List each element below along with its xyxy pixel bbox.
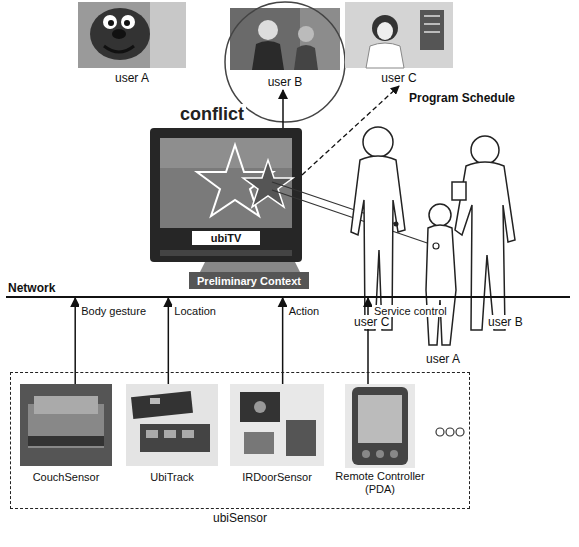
sensor-group: ubiSensorCouchSensorUbiTrackIRDoorSensor… bbox=[10, 372, 470, 509]
text-label: user C bbox=[352, 315, 391, 329]
connector bbox=[302, 86, 399, 175]
node-text: CouchSensor bbox=[20, 471, 112, 484]
people-figures bbox=[351, 127, 515, 345]
edge-label: Location bbox=[172, 305, 218, 317]
sensor-box: CouchSensor bbox=[20, 384, 112, 484]
edge-label-box: Body gesture bbox=[79, 301, 148, 319]
node-text: ubiSensor bbox=[11, 511, 469, 525]
text-label-box: user B bbox=[486, 312, 525, 330]
node-text: Network bbox=[8, 281, 55, 295]
node-text: user A bbox=[78, 71, 186, 86]
text-label: user B bbox=[486, 315, 525, 329]
edge-label: Body gesture bbox=[79, 305, 148, 317]
node-text: UbiTrack bbox=[126, 471, 218, 484]
text-label-box: user C bbox=[352, 312, 391, 330]
photo-a bbox=[78, 2, 186, 68]
user-photo: user C bbox=[345, 2, 453, 86]
ellipsis-dots bbox=[436, 428, 464, 436]
pda-photo bbox=[345, 384, 415, 468]
context-band: Preliminary Context bbox=[189, 272, 309, 289]
user-photo: user A bbox=[78, 2, 186, 86]
node-text: user C bbox=[345, 71, 453, 86]
node-text: Preliminary Context bbox=[194, 274, 304, 288]
edge-label-box: Program Schedule bbox=[407, 88, 517, 106]
photo-b bbox=[230, 8, 340, 70]
connector bbox=[282, 90, 284, 128]
node-text: IRDoorSensor bbox=[230, 471, 324, 484]
user-photo: user B bbox=[230, 8, 340, 90]
network-bus: Network bbox=[6, 279, 570, 298]
edge-label-box: Location bbox=[172, 301, 218, 319]
couch-photo bbox=[20, 384, 112, 466]
tv-set bbox=[150, 128, 302, 272]
tv-box: ubiTV bbox=[150, 128, 302, 262]
edge-label: Action bbox=[287, 305, 322, 317]
edge-label-box: Action bbox=[287, 301, 322, 319]
ubitrack-photo bbox=[126, 384, 218, 466]
text-label: conflict bbox=[178, 104, 246, 124]
sensor-box: IRDoorSensor bbox=[230, 384, 324, 484]
text-label-box: conflict bbox=[178, 104, 246, 124]
edge-label: Program Schedule bbox=[407, 91, 517, 105]
sensor-box: UbiTrack bbox=[126, 384, 218, 484]
irdoor-photo bbox=[230, 384, 324, 466]
photo-c bbox=[345, 2, 453, 68]
node-text: ubiTV bbox=[192, 231, 260, 245]
node-text: Remote Controller (PDA) bbox=[330, 470, 430, 496]
text-label: user A bbox=[424, 352, 462, 366]
node-text: user B bbox=[230, 75, 340, 90]
sensor-box: Remote Controller (PDA) bbox=[330, 384, 430, 496]
text-label-box: user A bbox=[424, 349, 462, 367]
